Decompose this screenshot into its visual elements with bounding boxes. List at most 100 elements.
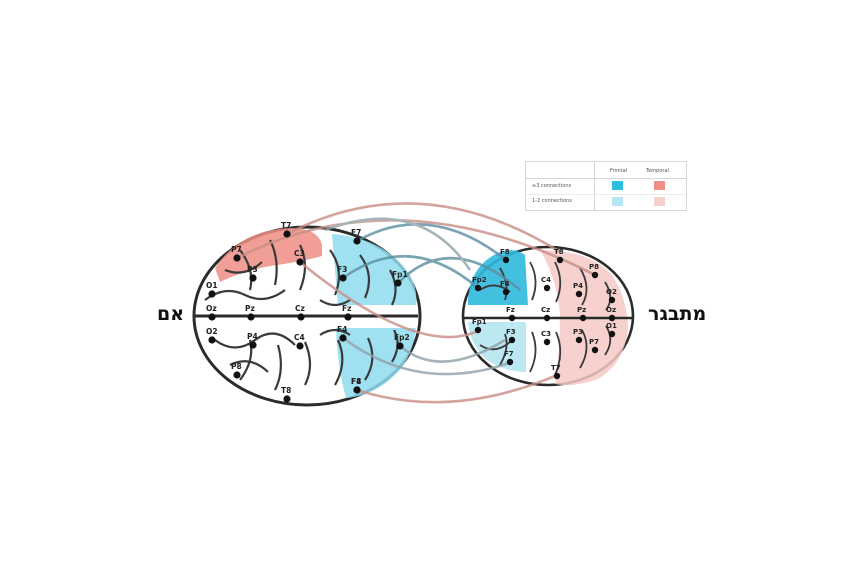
- left-electrode-c3: [296, 258, 304, 266]
- left-electrode-label: F4: [337, 325, 347, 334]
- link-frontal-5: [342, 336, 513, 376]
- right-electrode-label: O2: [606, 288, 617, 296]
- right-electrode-label: T7: [551, 364, 561, 372]
- right-electrode-label: F3: [506, 328, 516, 336]
- right-electrode-label: Cz: [541, 306, 550, 314]
- right-electrode-label: O1: [606, 322, 617, 330]
- right-electrode-label: F8: [500, 248, 510, 256]
- left-electrode-label: O1: [206, 281, 218, 290]
- right-electrode-label: C3: [541, 330, 551, 338]
- right-electrode-label: P4: [573, 282, 583, 290]
- right-electrode-oz: [608, 314, 616, 322]
- left-electrode-label: C3: [294, 249, 305, 258]
- right-electrode-label: C4: [541, 276, 551, 284]
- right-electrode-label: Fp1: [472, 318, 487, 326]
- adolescent-label: מתבגר: [648, 303, 707, 325]
- legend-swatch-temporal-strong: [654, 181, 665, 190]
- link-temporal-1: [286, 202, 561, 254]
- left-electrode-label: Fz: [342, 304, 352, 313]
- right-electrode-label: P7: [589, 338, 599, 346]
- right-electrode-t7: [553, 372, 561, 380]
- right-electrode-label: Fz: [506, 306, 515, 314]
- right-electrode-label: F4: [500, 280, 510, 288]
- left-electrode-label: T7: [281, 221, 291, 230]
- legend-col-temporal: Temporal: [646, 168, 669, 174]
- legend-col-frontal: Frontal: [610, 168, 628, 174]
- left-electrode-f8: [353, 386, 361, 394]
- left-electrode-label: Fp1: [392, 270, 408, 279]
- left-electrode-label: C4: [294, 333, 305, 342]
- link-temporal-2: [236, 219, 596, 277]
- right-electrode-p8: [591, 271, 599, 279]
- legend-divider: [594, 162, 595, 210]
- right-electrode-c4: [543, 284, 551, 292]
- left-electrode-label: F8: [351, 377, 361, 386]
- link-frontal-3: [397, 256, 521, 291]
- inter-brain-connections: [236, 202, 596, 404]
- left-electrode-o2: [208, 336, 216, 344]
- left-electrode-f4: [339, 334, 347, 342]
- legend-header-divider: [526, 178, 686, 179]
- right-brain: [461, 245, 635, 387]
- left-electrode-fp2: [396, 342, 404, 350]
- legend-row-strong: ≥3 connections: [532, 183, 572, 189]
- left-electrode-f3: [339, 274, 347, 282]
- left-electrode-fz: [344, 313, 352, 321]
- right-electrode-c3: [543, 338, 551, 346]
- left-electrode-label: F3: [337, 265, 347, 274]
- right-electrode-fp1: [474, 326, 482, 334]
- right-electrode-o1: [608, 330, 616, 338]
- right-electrode-p7: [591, 346, 599, 354]
- right-electrode-label: P3: [573, 328, 583, 336]
- right-electrode-fp2: [474, 284, 482, 292]
- left-electrode-pz: [247, 313, 255, 321]
- left-electrode-label: Pz: [245, 304, 255, 313]
- left-electrode-p3: [249, 274, 257, 282]
- left-electrode-c4: [296, 342, 304, 350]
- left-electrode-t7: [283, 230, 291, 238]
- left-electrode-label: Oz: [206, 304, 217, 313]
- left-electrode-label: P4: [247, 332, 258, 341]
- left-electrode-label: P3: [247, 265, 258, 274]
- legend-row-weak: 1-2 connections: [532, 198, 572, 204]
- link-frontal-1: [342, 254, 479, 289]
- left-electrode-t8: [283, 395, 291, 403]
- left-electrode-label: T8: [281, 386, 291, 395]
- right-electrode-label: P8: [589, 263, 599, 271]
- left-electrode-cz: [297, 313, 305, 321]
- link-mixed-1: [299, 260, 481, 339]
- legend-swatch-temporal-weak: [654, 197, 665, 206]
- legend-swatch-frontal-weak: [612, 197, 623, 206]
- left-electrode-fp1: [394, 279, 402, 287]
- right-electrode-p4: [575, 290, 583, 298]
- left-temporal-region: [215, 228, 322, 282]
- link-frontal-4: [399, 338, 506, 363]
- left-electrode-label: F4: [351, 377, 361, 386]
- link-mixed-2: [324, 217, 472, 271]
- right-electrode-label: Oz: [606, 306, 616, 314]
- right-electrode-f7: [506, 358, 514, 366]
- mother-label: אם: [157, 303, 185, 325]
- right-electrode-t8: [556, 256, 564, 264]
- right-electrode-label: F7: [504, 350, 514, 358]
- left-electrode-p8: [233, 371, 241, 379]
- right-electrode-f8: [502, 256, 510, 264]
- right-electrode-label: Fp2: [472, 276, 487, 284]
- left-electrode-label: Cz: [295, 304, 305, 313]
- left-electrode-label: P7: [231, 245, 242, 254]
- right-electrode-p3: [575, 336, 583, 344]
- legend: Frontal Temporal ≥3 connections 1-2 conn…: [525, 161, 687, 211]
- right-electrode-label: Pz: [577, 306, 586, 314]
- left-electrode-p7: [233, 254, 241, 262]
- left-electrode-p4: [249, 341, 257, 349]
- right-electrode-f4: [502, 288, 510, 296]
- right-electrode-f3: [508, 336, 516, 344]
- right-brain-folds: [479, 261, 612, 376]
- right-electrode-pz: [579, 314, 587, 322]
- right-electrode-o2: [608, 296, 616, 304]
- link-frontal-2: [356, 223, 507, 262]
- left-brain: [192, 225, 422, 407]
